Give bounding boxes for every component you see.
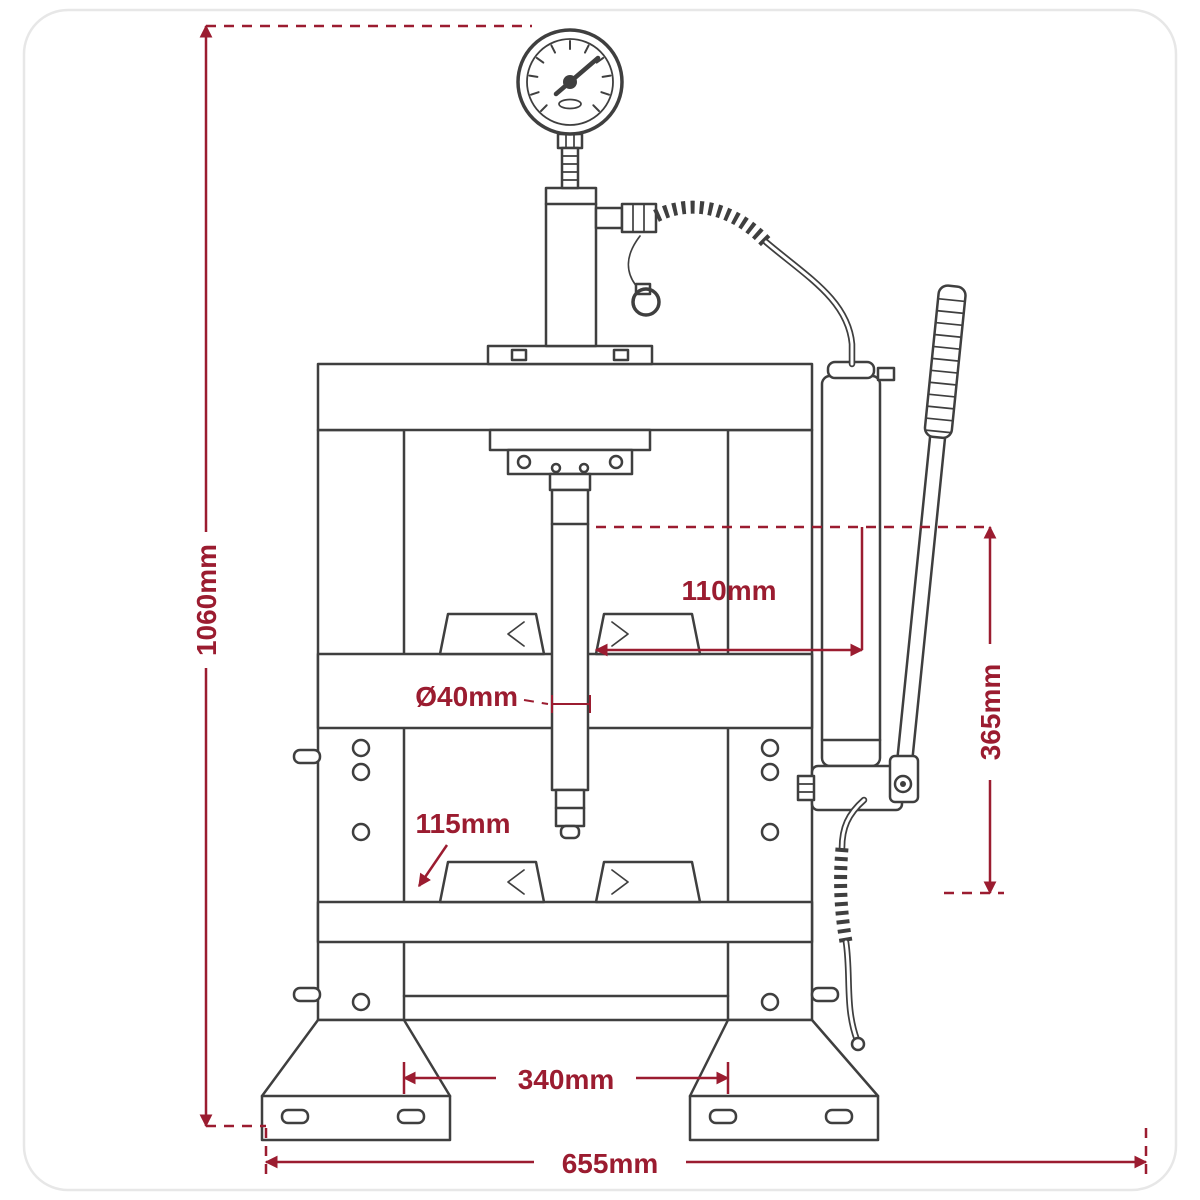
cylinder-body <box>544 186 661 348</box>
base-feet <box>260 1018 880 1142</box>
hand-pump <box>796 360 904 812</box>
dimension-ram-diameter: Ø40mm <box>415 681 591 713</box>
ram-piston <box>550 488 590 840</box>
card-background <box>22 8 1178 1192</box>
pressure-gauge <box>516 28 624 190</box>
hose-coil-bottom <box>834 847 853 944</box>
top-beam <box>316 344 814 432</box>
column-holes <box>292 738 840 1012</box>
slide-gap-label: 115mm <box>416 808 511 839</box>
dimension-overall-width: 655mm <box>264 1128 1148 1181</box>
release-valve <box>796 774 816 802</box>
overall-width-label: 655mm <box>562 1148 659 1179</box>
dimension-pump-height: 365mm <box>944 525 1010 895</box>
overall-height-label: 1060mm <box>191 544 222 656</box>
press-line-art <box>260 28 967 1142</box>
lower-shelf-beam <box>316 860 814 944</box>
dimension-annotations: 1060mm 110mm 365mm Ø40mm 115mm <box>186 24 1148 1181</box>
pump-height-label: 365mm <box>975 664 1006 761</box>
gauge-ticks <box>528 40 612 112</box>
dimension-working-width: 340mm <box>402 1059 730 1097</box>
dimension-slide-gap: 115mm <box>416 808 511 888</box>
cylinder-flange <box>488 428 652 492</box>
dimension-ram-stroke: 110mm <box>594 525 990 657</box>
hose-coil-top <box>653 200 771 247</box>
hydraulic-hoses <box>653 200 868 1052</box>
handle-grip <box>923 284 967 440</box>
ram-diameter-label: Ø40mm <box>415 681 518 712</box>
pump-handle <box>892 284 967 794</box>
ram-stroke-label: 110mm <box>682 575 777 606</box>
dimension-overall-height: 1060mm <box>186 24 532 1128</box>
working-width-label: 340mm <box>518 1064 615 1095</box>
